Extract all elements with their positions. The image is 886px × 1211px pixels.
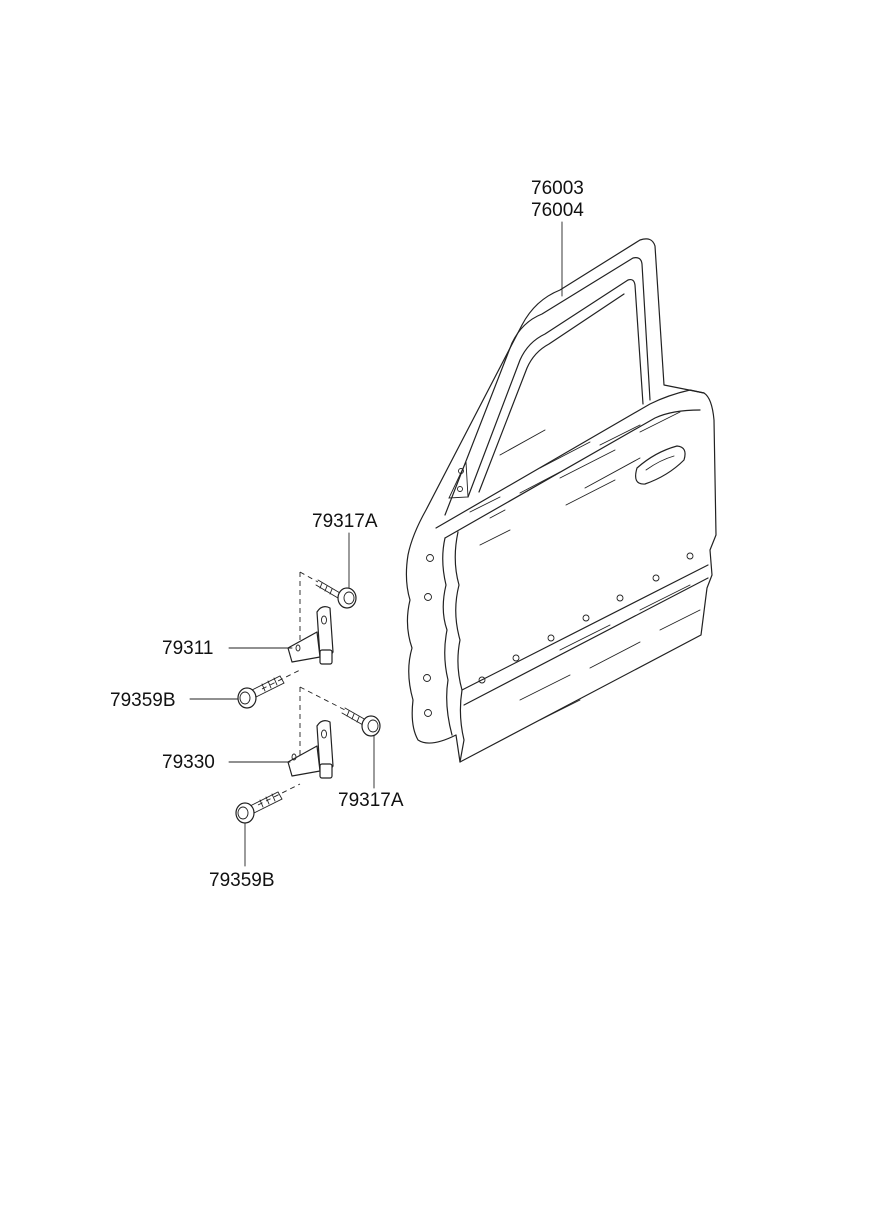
belt-line — [435, 389, 705, 529]
upper-door-hinge — [287, 606, 334, 665]
surface-hatching — [469, 411, 701, 721]
window-opening — [467, 278, 644, 498]
lower-hinge-group — [235, 686, 381, 824]
lower-hinge-bolt — [235, 783, 301, 824]
label-lower-hinge-79330: 79330 — [162, 752, 215, 773]
label-lower-hinge-bolt-79359b: 79359B — [209, 870, 275, 891]
leader-lines — [189, 221, 563, 867]
front-door-panel — [405, 238, 717, 763]
label-upper-hinge-79311: 79311 — [162, 638, 213, 659]
upper-hinge-group — [237, 571, 357, 709]
front-flange — [442, 537, 453, 736]
window-glass-edge — [478, 293, 625, 493]
label-door-panel-76003: 76003 — [531, 178, 584, 199]
label-upper-hinge-bolt-79359b: 79359B — [110, 690, 176, 711]
upper-flange-bolt — [315, 579, 357, 609]
door-handle — [635, 445, 686, 485]
lower-door-hinge — [287, 720, 334, 779]
lower-body-line — [461, 564, 709, 691]
label-upper-bolt-79317a: 79317A — [312, 511, 378, 532]
door-handle-inner — [645, 455, 675, 471]
upper-hinge-bolt — [237, 669, 301, 709]
mounting-holes — [423, 468, 694, 717]
label-door-panel-76004: 76004 — [531, 200, 584, 221]
belt-line-2 — [444, 409, 701, 539]
door-outline — [405, 238, 717, 763]
mirror-mount-area — [448, 461, 469, 499]
lower-body-line-2 — [463, 577, 709, 706]
label-lower-bolt-79317a: 79317A — [338, 790, 404, 811]
lower-flange-bolt — [341, 707, 381, 737]
front-flange-2 — [454, 531, 465, 763]
window-frame-inner — [444, 257, 651, 516]
